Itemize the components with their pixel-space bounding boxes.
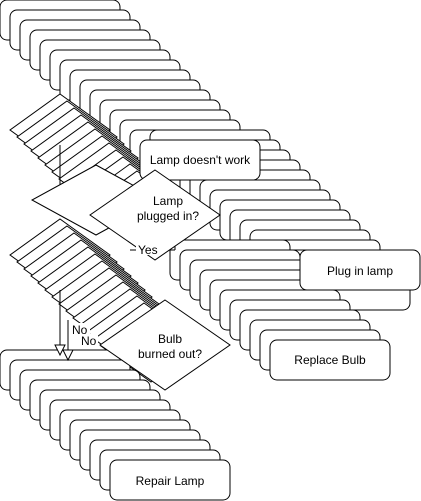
node-lamp-plugged-in[interactable]: Lamp plugged in? bbox=[30, 164, 221, 261]
node-bulb-burned-out-label-1: Bulb bbox=[158, 332, 182, 346]
edge-label-no-2: No bbox=[81, 334, 97, 348]
node-replace-bulb[interactable]: Replace Bulb bbox=[269, 339, 391, 381]
node-repair-lamp[interactable]: Repair Lamp bbox=[109, 459, 231, 501]
node-lamp-plugged-in-label-1: Lamp bbox=[153, 194, 183, 208]
node-lamp-plugged-in-label-2: plugged in? bbox=[137, 209, 199, 223]
node-layer: Lamp doesn't work Lamp plugged in? Plug … bbox=[30, 139, 421, 501]
edge-label-yes: Yes bbox=[138, 243, 158, 257]
node-replace-bulb-label: Replace Bulb bbox=[294, 353, 366, 367]
node-replace-bulb-box bbox=[269, 339, 391, 381]
node-bulb-burned-out-diamond bbox=[99, 299, 231, 391]
node-lamp-doesnt-work[interactable]: Lamp doesn't work bbox=[139, 139, 261, 181]
node-plug-in-lamp-label: Plug in lamp bbox=[327, 264, 393, 278]
shape-stack-layer bbox=[0, 0, 411, 491]
node-lamp-doesnt-work-box bbox=[139, 139, 261, 181]
node-repair-lamp-label: Repair Lamp bbox=[136, 474, 205, 488]
node-bulb-burned-out-label-2: burned out? bbox=[138, 347, 202, 361]
edge-label-no-1-bg bbox=[72, 323, 90, 335]
node-repair-lamp-box bbox=[109, 459, 231, 501]
node-bulb-burned-out[interactable]: Bulb burned out? bbox=[99, 299, 231, 391]
edge-label-yes-bg bbox=[136, 243, 156, 255]
edge-label-no-2-bg bbox=[80, 334, 98, 346]
node-lamp-doesnt-work-label: Lamp doesn't work bbox=[150, 153, 251, 167]
node-lamp-plugged-in-diamond-front bbox=[89, 169, 221, 261]
edge-label-layer: Yes No No bbox=[72, 243, 158, 348]
node-plug-in-lamp-box bbox=[299, 249, 421, 291]
arrowhead-repair bbox=[62, 349, 74, 362]
node-plug-in-lamp[interactable]: Plug in lamp bbox=[299, 249, 421, 291]
edge-label-no-1: No bbox=[72, 323, 88, 337]
